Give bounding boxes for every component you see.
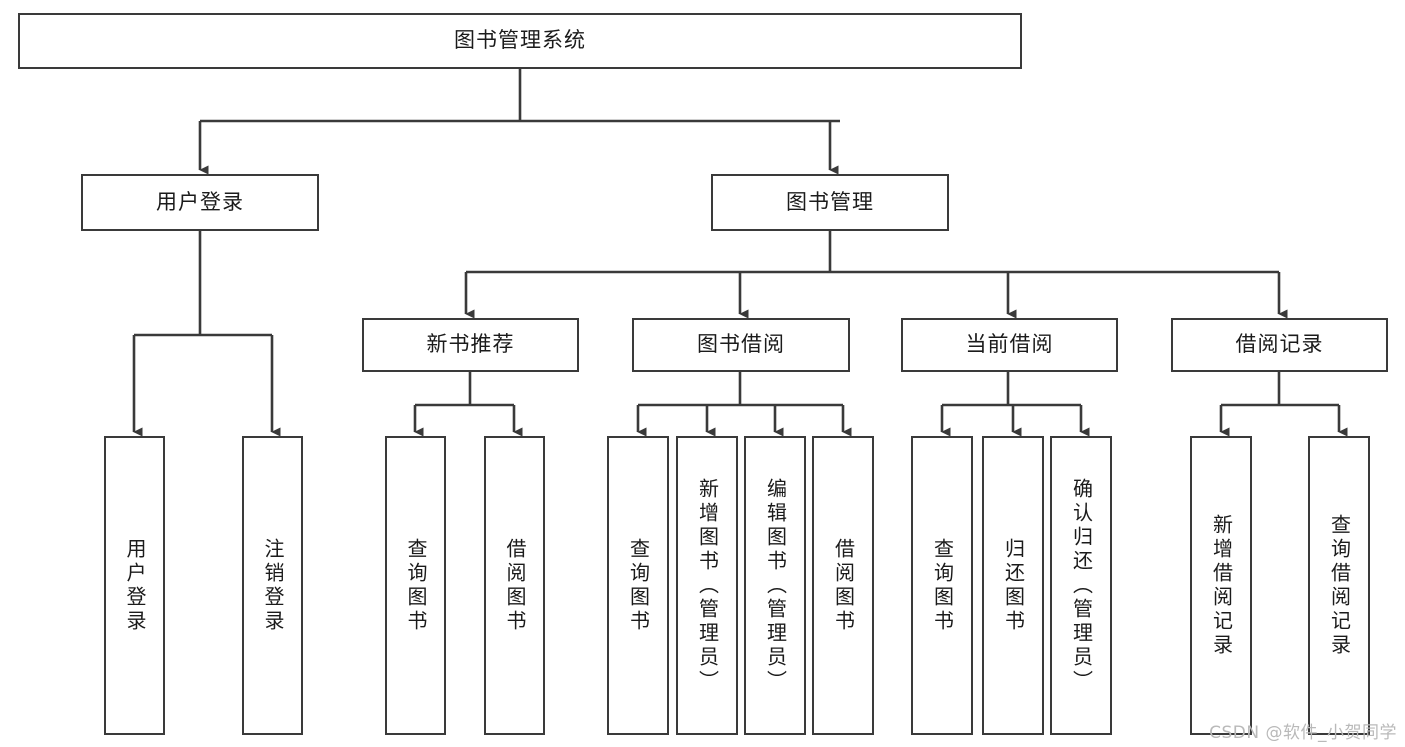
node-leaf-add-record-label: 新增借阅记录	[1209, 513, 1234, 658]
node-book-manage[interactable]: 图书管理	[711, 174, 949, 231]
node-leaf-query-record-label: 查询借阅记录	[1327, 513, 1352, 658]
node-leaf-query-book-3-label: 查询图书	[930, 537, 955, 634]
node-current-borrow[interactable]: 当前借阅	[901, 318, 1118, 372]
csdn-watermark: CSDN @软件_小贺同学	[1209, 723, 1397, 743]
node-current-borrow-label: 当前借阅	[965, 332, 1054, 357]
node-user-login-label: 用户登录	[156, 189, 244, 214]
node-root-label: 图书管理系统	[454, 28, 586, 53]
node-leaf-borrow-book-2-label: 借阅图书	[831, 537, 856, 634]
node-leaf-query-book-1-label: 查询图书	[404, 537, 428, 634]
node-leaf-user-login-label: 用户登录	[123, 537, 147, 634]
node-book-borrow-label: 图书借阅	[697, 332, 785, 357]
node-leaf-query-book-2-label: 查询图书	[626, 537, 651, 634]
node-leaf-user-logout-label: 注销登录	[261, 537, 285, 634]
node-book-manage-label: 图书管理	[786, 189, 874, 214]
node-leaf-return-book-label: 归还图书	[1001, 537, 1026, 634]
node-leaf-confirm-return-label: 确认归还（管理员）	[1069, 477, 1094, 694]
node-borrow-record[interactable]: 借阅记录	[1171, 318, 1388, 372]
node-leaf-edit-book-admin-label: 编辑图书（管理员）	[763, 477, 788, 694]
node-leaf-user-login[interactable]: 用户登录	[104, 436, 165, 735]
node-leaf-user-logout[interactable]: 注销登录	[242, 436, 303, 735]
node-leaf-query-book-3[interactable]: 查询图书	[911, 436, 973, 735]
node-leaf-confirm-return[interactable]: 确认归还（管理员）	[1050, 436, 1112, 735]
node-borrow-record-label: 借阅记录	[1235, 332, 1324, 357]
node-leaf-edit-book-admin[interactable]: 编辑图书（管理员）	[744, 436, 806, 735]
node-user-login[interactable]: 用户登录	[81, 174, 319, 231]
node-new-book-rec-label: 新书推荐	[426, 332, 515, 357]
node-leaf-query-record[interactable]: 查询借阅记录	[1308, 436, 1370, 735]
node-leaf-borrow-book-1-label: 借阅图书	[503, 537, 527, 634]
node-leaf-add-record[interactable]: 新增借阅记录	[1190, 436, 1252, 735]
node-leaf-add-book-admin-label: 新增图书（管理员）	[695, 477, 720, 694]
node-leaf-borrow-book-2[interactable]: 借阅图书	[812, 436, 874, 735]
node-book-borrow[interactable]: 图书借阅	[632, 318, 850, 372]
node-leaf-return-book[interactable]: 归还图书	[982, 436, 1044, 735]
node-new-book-rec[interactable]: 新书推荐	[362, 318, 579, 372]
node-leaf-add-book-admin[interactable]: 新增图书（管理员）	[676, 436, 738, 735]
node-leaf-query-book-1[interactable]: 查询图书	[385, 436, 446, 735]
node-root[interactable]: 图书管理系统	[18, 13, 1022, 69]
node-leaf-query-book-2[interactable]: 查询图书	[607, 436, 669, 735]
node-leaf-borrow-book-1[interactable]: 借阅图书	[484, 436, 545, 735]
